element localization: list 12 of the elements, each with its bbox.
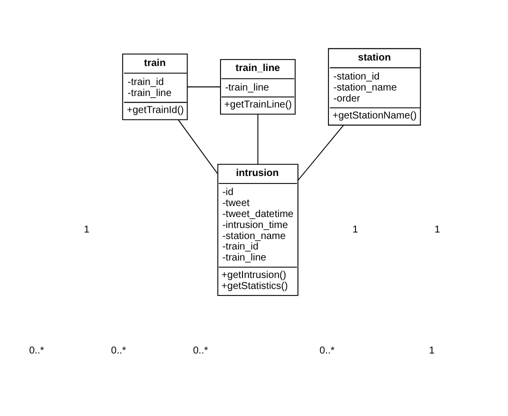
- label: 0..*: [320, 346, 335, 357]
- label: 1: [429, 346, 435, 357]
- connector: [187, 86, 221, 88]
- label: 0..*: [111, 346, 126, 357]
- label: 0..*: [29, 346, 44, 357]
- label: 1: [434, 224, 440, 236]
- label: 1: [84, 224, 90, 236]
- connector: [178, 119, 218, 174]
- connector: [257, 114, 258, 165]
- label: 1: [352, 224, 358, 236]
- label: 0..*: [192, 346, 208, 357]
- connector: [298, 124, 344, 181]
